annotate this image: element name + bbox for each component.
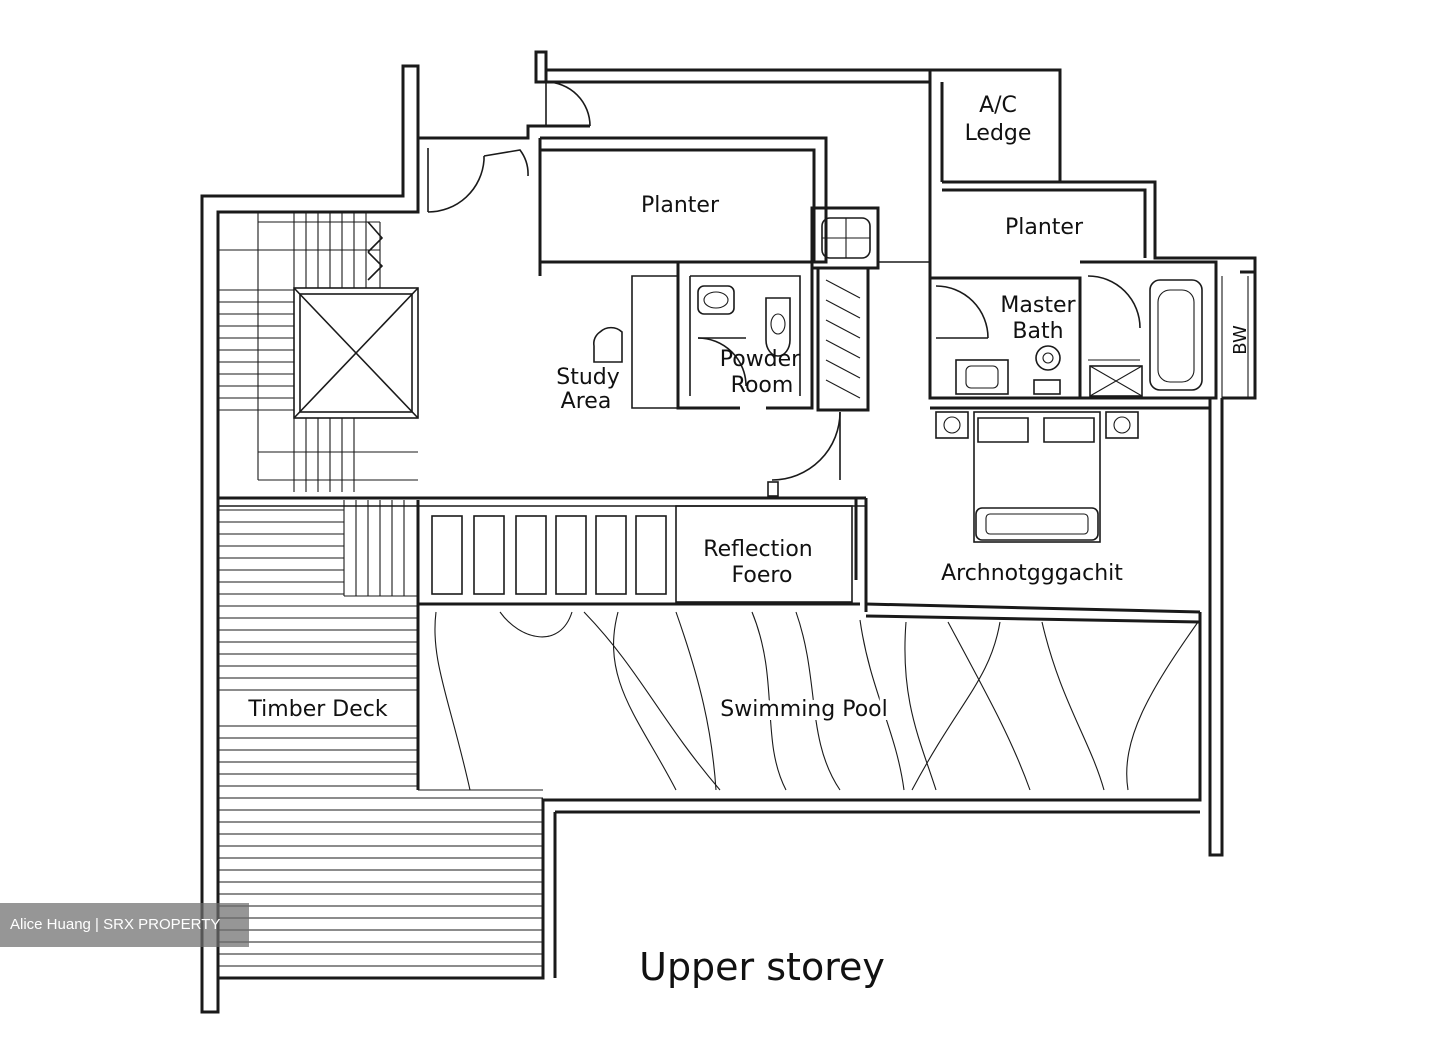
label-ac-1: A/C bbox=[979, 93, 1017, 118]
label-planter-main: Planter bbox=[641, 193, 720, 218]
outer-walls bbox=[200, 50, 1257, 1014]
reflection-area bbox=[218, 496, 868, 790]
label-master-bath-2: Bath bbox=[1012, 319, 1063, 344]
corridor-doors bbox=[767, 411, 841, 497]
label-study-2: Area bbox=[561, 389, 612, 414]
watermark: Alice Huang | SRX PROPERTY bbox=[0, 903, 249, 947]
label-master-bath-1: Master bbox=[1000, 293, 1076, 318]
wardrobe bbox=[810, 206, 930, 412]
label-planter-right: Planter bbox=[1005, 215, 1084, 240]
entry-doors bbox=[427, 81, 591, 213]
plan-title: Upper storey bbox=[639, 945, 885, 989]
label-powder-room-1: Powder bbox=[720, 347, 801, 372]
label-bedroom: Archnotgggachit bbox=[941, 561, 1123, 586]
study-area bbox=[593, 275, 679, 409]
room-labels: A/C Ledge Planter Planter Master Bath BW… bbox=[243, 93, 1251, 989]
timber-deck-hatch bbox=[218, 509, 543, 967]
label-ac-2: Ledge bbox=[965, 121, 1032, 146]
label-powder-room-2: Room bbox=[731, 373, 794, 398]
stair-core bbox=[218, 212, 419, 492]
swimming-pool-water bbox=[434, 611, 1199, 791]
label-bw: BW bbox=[1230, 325, 1251, 355]
label-study-1: Study bbox=[556, 365, 620, 390]
label-timber-deck: Timber Deck bbox=[247, 697, 387, 722]
label-reflection-2: Foero bbox=[732, 563, 793, 588]
master-bedroom bbox=[865, 406, 1210, 624]
master-bath bbox=[928, 260, 1249, 400]
label-swimming-pool: Swimming Pool bbox=[720, 697, 887, 722]
label-reflection-1: Reflection bbox=[703, 537, 812, 562]
